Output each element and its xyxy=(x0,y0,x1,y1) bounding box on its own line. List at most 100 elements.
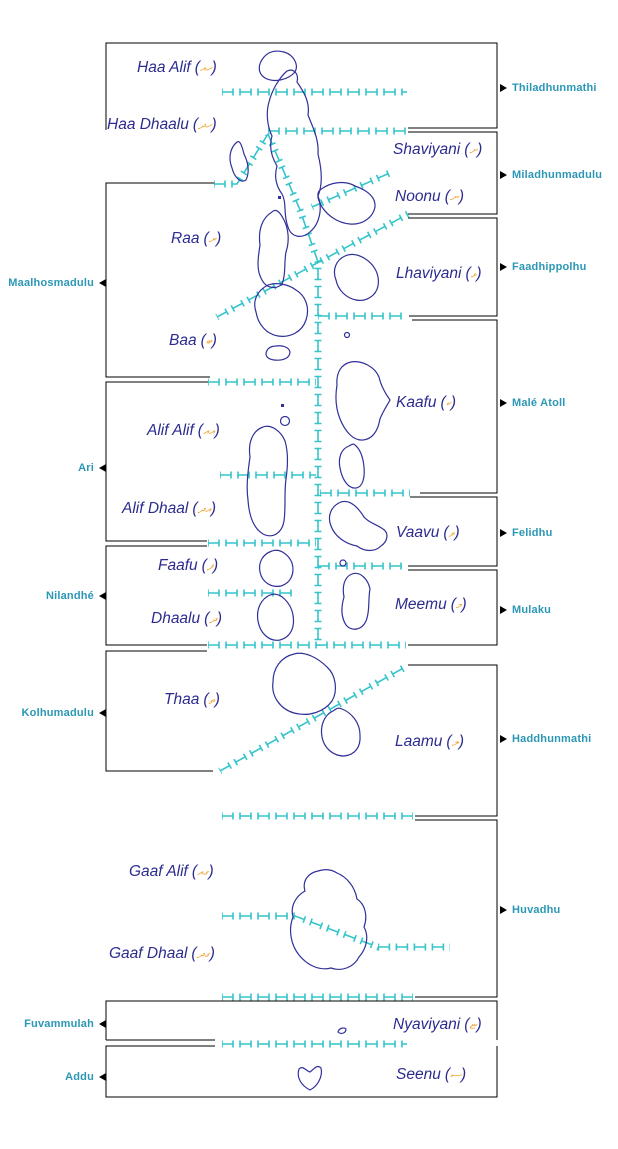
thaana-code: އދ xyxy=(197,502,211,516)
paren-close: ) xyxy=(216,230,222,247)
atoll-label-gaaf-dhaal: Gaaf Dhaal(ގދ) xyxy=(109,945,215,963)
bracket-huvadhu xyxy=(415,819,498,998)
paren-close: ) xyxy=(461,1066,467,1083)
atoll-group-brackets xyxy=(105,42,498,1098)
atoll-label-shaviyani: Shaviyani(ށ) xyxy=(393,141,482,159)
atoll-name: Lhaviyani xyxy=(396,265,462,282)
atoll-label-alif-dhaal: Alif Dhaal(އދ) xyxy=(122,500,216,518)
island-outline xyxy=(256,593,295,641)
atoll-name: Alif Dhaal xyxy=(122,500,189,517)
natural-atoll-label-kolhumadulu: Kolhumadulu xyxy=(22,707,106,719)
pointer-arrow-icon xyxy=(500,906,507,914)
paren-close: ) xyxy=(216,610,223,627)
paren-close: ) xyxy=(458,188,465,205)
atoll-name: Laamu xyxy=(395,733,443,750)
thaana-code: ޅ xyxy=(470,267,477,281)
bracket-mulaku xyxy=(408,569,498,646)
natural-atoll-label-huvadhu: Huvadhu xyxy=(500,904,560,916)
paren-close: ) xyxy=(211,332,217,349)
paren-open: ( xyxy=(446,733,452,750)
boundary-dash-line xyxy=(214,132,271,188)
atoll-label-seenu: Seenu(ސ) xyxy=(396,1066,466,1084)
natural-atoll-label-faadhippolhu: Faadhippolhu xyxy=(500,261,587,273)
paren-open: ( xyxy=(192,500,198,517)
natural-atoll-name: Maalhosmadulu xyxy=(8,277,94,289)
natural-atoll-name: Felidhu xyxy=(512,527,553,539)
atoll-label-thaa: Thaa(ތ) xyxy=(164,691,220,709)
paren-open: ( xyxy=(191,945,197,962)
pointer-arrow-icon xyxy=(99,709,106,717)
thaana-code: ށ xyxy=(469,143,478,157)
natural-atoll-label-mal-atoll: Malé Atoll xyxy=(500,397,566,409)
paren-close: ) xyxy=(454,524,460,541)
bracket-haddhunmathi xyxy=(408,664,498,817)
atoll-label-haa-dhaalu: Haa Dhaalu(ހދ) xyxy=(107,116,217,134)
paren-open: ( xyxy=(201,557,207,574)
pointer-arrow-icon xyxy=(500,171,507,179)
paren-open: ( xyxy=(464,1016,470,1033)
atoll-label-lhaviyani: Lhaviyani(ޅ) xyxy=(396,265,481,283)
atoll-name: Dhaalu xyxy=(151,610,201,627)
atoll-name: Raa xyxy=(171,230,200,247)
atoll-label-dhaalu: Dhaalu(ދ) xyxy=(151,610,222,628)
island-outline xyxy=(297,1065,323,1091)
atoll-name: Haa Dhaalu xyxy=(107,116,189,133)
paren-close: ) xyxy=(211,59,217,76)
island-outline xyxy=(328,500,388,552)
division-boundaries xyxy=(208,88,450,1048)
thaana-code: ގދ xyxy=(196,947,210,961)
island-outline xyxy=(266,69,322,237)
pointer-arrow-icon xyxy=(500,529,507,537)
paren-close: ) xyxy=(477,141,483,158)
paren-close: ) xyxy=(208,863,214,880)
paren-open: ( xyxy=(203,691,209,708)
natural-atoll-name: Nilandhé xyxy=(45,590,94,602)
boundary-dash-line xyxy=(218,662,409,775)
bracket-addu xyxy=(105,1045,498,1098)
paren-close: ) xyxy=(214,691,220,708)
atoll-name: Baa xyxy=(169,332,197,349)
natural-atoll-label-fuvammulah: Fuvammulah xyxy=(24,1018,106,1030)
island-outline xyxy=(265,345,291,361)
islet-dot xyxy=(281,404,284,407)
natural-atoll-label-addu: Addu xyxy=(65,1071,106,1083)
atoll-name: Alif Alif xyxy=(147,422,194,439)
island-outline xyxy=(254,283,309,337)
bracket-ari xyxy=(105,381,210,542)
paren-close: ) xyxy=(476,265,482,282)
islet-ring xyxy=(339,559,347,567)
natural-atoll-label-thiladhunmathi: Thiladhunmathi xyxy=(500,82,597,94)
paren-open: ( xyxy=(192,116,199,133)
paren-close: ) xyxy=(210,500,217,517)
thaana-code: ހދ xyxy=(198,118,212,132)
paren-close: ) xyxy=(476,1016,482,1033)
natural-atoll-name: Thiladhunmathi xyxy=(512,82,597,94)
natural-atoll-name: Ari xyxy=(78,462,94,474)
paren-open: ( xyxy=(200,332,206,349)
thaana-code: ލ xyxy=(451,735,459,749)
island-outline xyxy=(246,425,288,537)
thaana-code: މ xyxy=(455,598,462,612)
atoll-label-meemu: Meemu(މ) xyxy=(395,596,467,614)
thaana-code: ގއ xyxy=(197,865,209,879)
atoll-label-baa: Baa(ބ) xyxy=(169,332,217,350)
paren-open: ( xyxy=(444,188,450,205)
atoll-outlines xyxy=(229,50,391,1091)
atoll-label-kaafu: Kaafu(ކ) xyxy=(396,394,456,412)
natural-atoll-name: Addu xyxy=(65,1071,94,1083)
islet-ring xyxy=(343,331,351,339)
natural-atoll-name: Malé Atoll xyxy=(512,397,566,409)
thaana-code: ދ xyxy=(209,612,217,626)
natural-atoll-label-haddhunmathi: Haddhunmathi xyxy=(500,733,591,745)
natural-atoll-name: Faadhippolhu xyxy=(512,261,587,273)
paren-open: ( xyxy=(204,610,210,627)
paren-close: ) xyxy=(211,116,217,133)
thaana-code: ނ xyxy=(449,190,459,204)
thaana-code: ޏ xyxy=(469,1018,477,1032)
natural-atoll-label-miladhunmadulu: Miladhunmadulu xyxy=(500,169,602,181)
island-outline xyxy=(258,50,297,82)
thaana-code: ހއ xyxy=(199,61,212,75)
atoll-label-haa-alif: Haa Alif(ހއ) xyxy=(137,59,217,77)
thaana-code: ސ xyxy=(450,1068,462,1082)
